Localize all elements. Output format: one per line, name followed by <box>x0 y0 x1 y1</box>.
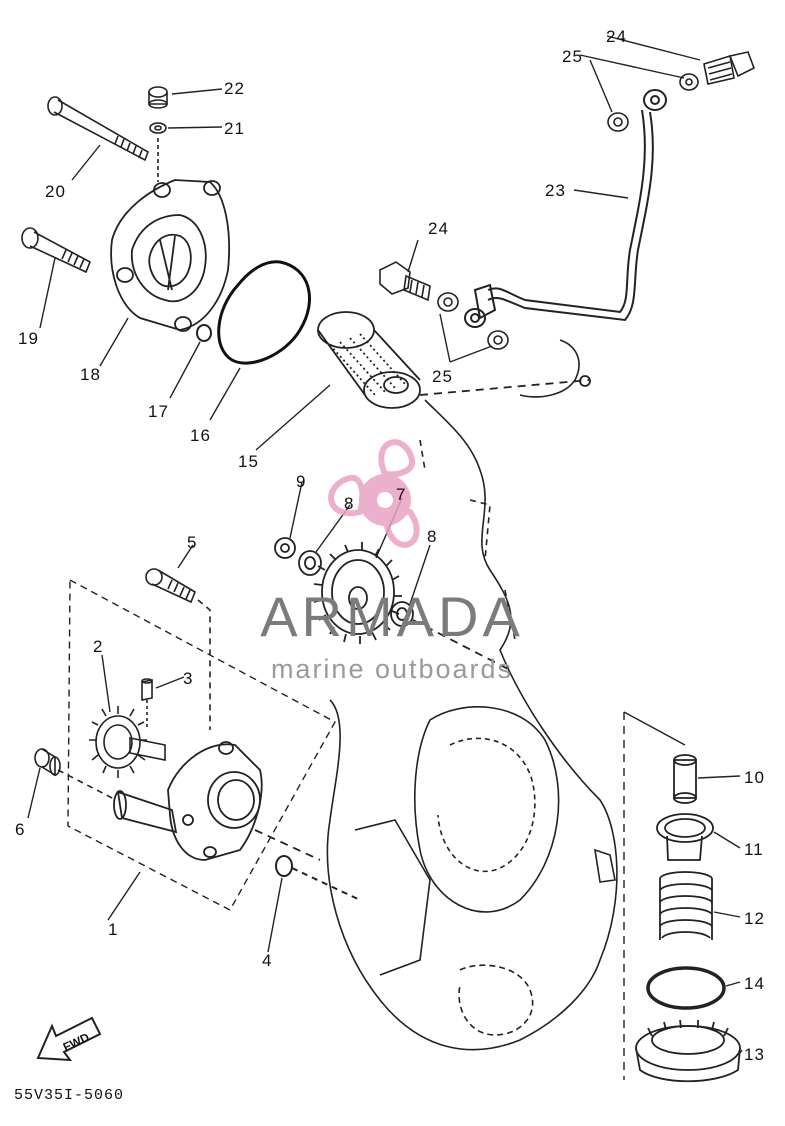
pump-dowel <box>34 748 117 801</box>
cover-bolt-short <box>21 227 92 274</box>
callout-11: 11 <box>744 840 764 859</box>
oil-pump-drive-gear <box>274 537 511 671</box>
oil-pump-assembly <box>113 741 321 861</box>
relief-valve-bracket <box>623 711 686 1080</box>
union-bolt-middle <box>379 261 431 302</box>
callout-13: 13 <box>744 1045 765 1064</box>
oil-filter <box>317 311 591 409</box>
callout-3: 3 <box>183 669 193 688</box>
callout-10: 10 <box>744 768 765 787</box>
small-o-ring <box>196 324 212 342</box>
union-bolt-top <box>703 51 756 85</box>
callout-8b: 8 <box>427 527 437 546</box>
watermark-brand: ARMADA <box>260 585 524 648</box>
callout-14: 14 <box>744 974 765 993</box>
relief-valve-stack <box>635 754 741 1083</box>
pump-o-ring <box>275 855 361 901</box>
callout-7: 7 <box>396 485 406 504</box>
callout-18: 18 <box>80 365 101 384</box>
fwd-arrow-icon <box>36 1016 102 1062</box>
watermark-logo <box>328 439 420 548</box>
callout-19: 19 <box>18 329 39 348</box>
callout-25a: 25 <box>562 47 583 66</box>
callout-25b: 25 <box>432 367 453 386</box>
cover-bolt-long <box>47 96 149 162</box>
callout-20: 20 <box>45 182 66 201</box>
drawing-code: 55V35I-5060 <box>14 1087 124 1104</box>
callout-21: 21 <box>224 119 245 138</box>
callout-24b: 24 <box>428 219 449 238</box>
cover-o-ring <box>217 260 311 365</box>
callout-8a: 8 <box>344 494 354 513</box>
leader-lines <box>27 35 743 1054</box>
callout-12: 12 <box>744 909 765 928</box>
callout-5: 5 <box>187 533 197 552</box>
watermark-tagline: marine outboards <box>271 654 513 684</box>
callout-6: 6 <box>15 820 25 839</box>
callout-23: 23 <box>545 181 566 200</box>
callout-9: 9 <box>296 472 306 491</box>
callout-17: 17 <box>148 402 169 421</box>
pump-gear <box>89 678 166 778</box>
oil-pipe <box>464 89 667 328</box>
callout-24a: 24 <box>606 27 627 46</box>
callout-15: 15 <box>238 452 259 471</box>
callout-2: 2 <box>93 637 103 656</box>
bleed-screw <box>148 86 168 182</box>
copper-washers <box>437 73 699 350</box>
callout-16: 16 <box>190 426 211 445</box>
oil-pump-box <box>67 578 336 911</box>
callout-22: 22 <box>224 79 245 98</box>
fwd-label: FWD <box>61 1030 92 1054</box>
callout-1: 1 <box>108 920 118 939</box>
pump-bolt <box>145 568 211 730</box>
engine-block-outline <box>326 339 618 1051</box>
oil-filter-cover <box>110 179 231 332</box>
callout-4: 4 <box>262 951 272 970</box>
